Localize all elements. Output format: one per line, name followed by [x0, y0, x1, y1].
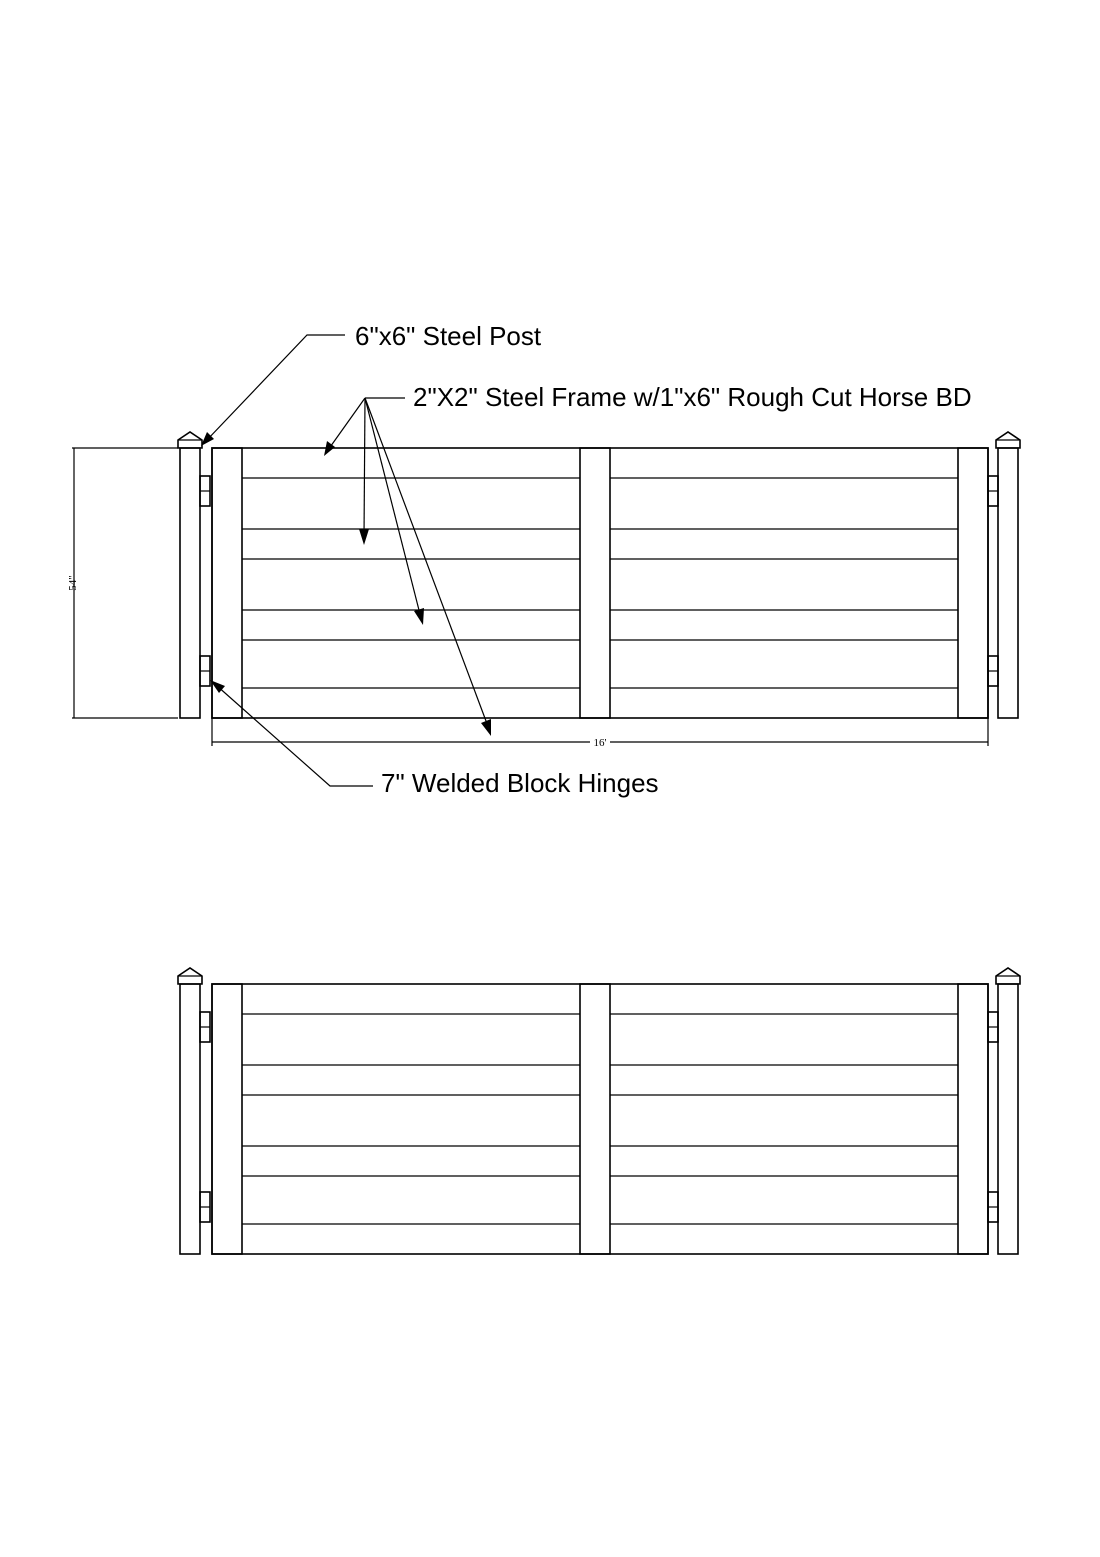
callout-steel-post: 6"x6" Steel Post — [201, 321, 542, 446]
callout-steel-post-label: 6"x6" Steel Post — [355, 321, 542, 351]
height-dimension-label: 54" — [67, 575, 79, 591]
callout-steel-frame-label: 2"X2" Steel Frame w/1"x6" Rough Cut Hors… — [413, 382, 972, 412]
callout-hinges-label: 7" Welded Block Hinges — [381, 768, 659, 798]
width-dimension: 16' — [211, 718, 989, 749]
callout-hinges: 7" Welded Block Hinges — [210, 680, 659, 798]
gate-elevation-bottom — [177, 967, 1021, 1255]
gate-elevation-top — [177, 431, 1021, 719]
width-dimension-label: 16' — [594, 737, 607, 749]
callout-steel-frame: 2"X2" Steel Frame w/1"x6" Rough Cut Hors… — [324, 382, 972, 736]
height-dimension: 54" — [67, 447, 178, 719]
